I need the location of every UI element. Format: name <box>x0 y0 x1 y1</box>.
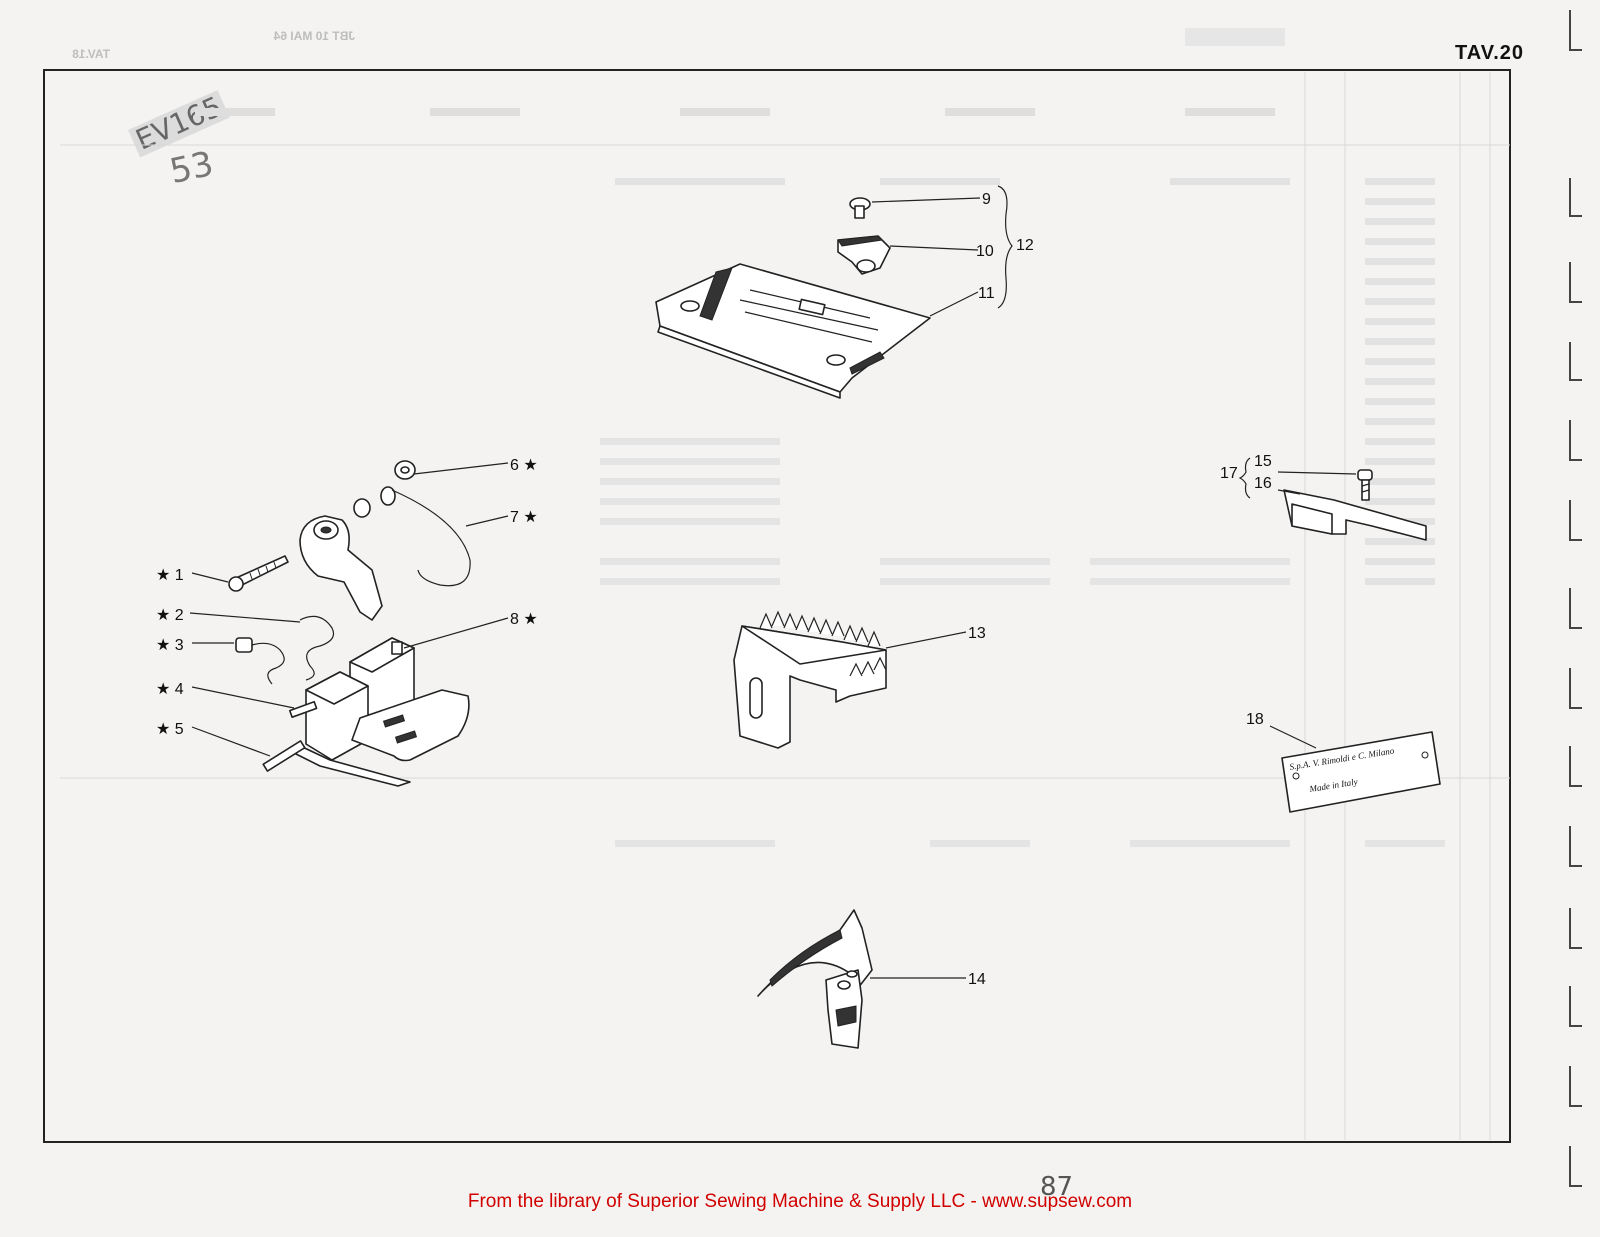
callout-7: 7 ★ <box>510 509 538 526</box>
callout-12: 12 <box>1016 237 1034 254</box>
spring-2 <box>299 615 335 681</box>
presser-foot-assembly <box>189 460 509 787</box>
looper-14 <box>757 909 966 1049</box>
svg-text:JBT 10 MAI 64: JBT 10 MAI 64 <box>273 29 355 43</box>
callout-4: ★ 4 <box>156 681 184 698</box>
callout-10: 10 <box>976 243 994 260</box>
callout-11: 11 <box>978 285 995 302</box>
binding-marks <box>1569 10 1582 1187</box>
screw-1 <box>228 555 289 592</box>
callout-17: 17 <box>1220 465 1238 482</box>
callout-6: 6 ★ <box>510 457 538 474</box>
diagram-frame <box>43 69 1511 1143</box>
callout-3: ★ 3 <box>156 637 184 654</box>
page-number: 87 <box>1040 1172 1074 1202</box>
guide-assembly <box>1238 457 1427 541</box>
bleed-through-lines <box>60 72 1510 1140</box>
nameplate-18: S.p.A. V. Rimoldi e C. Milano Made in It… <box>1269 725 1441 813</box>
guide-16 <box>1283 489 1427 541</box>
feed-dog-13 <box>733 610 967 749</box>
callout-15: 15 <box>1254 453 1272 470</box>
throat-plate-11 <box>655 263 931 399</box>
presser-arm <box>299 498 383 621</box>
callout-8: 8 ★ <box>510 611 538 628</box>
callout-2: ★ 2 <box>156 607 184 624</box>
library-footer: From the library of Superior Sewing Mach… <box>467 1191 1133 1212</box>
throat-plate-assembly <box>655 185 1013 399</box>
bracket-10 <box>837 235 891 275</box>
screw-3 <box>235 637 285 685</box>
svg-text:TAV.18: TAV.18 <box>72 47 110 61</box>
pin-4 <box>288 700 318 719</box>
spring-7 <box>380 486 471 587</box>
callout-9: 9 <box>982 191 991 208</box>
callout-1: ★ 1 <box>156 567 184 584</box>
washer-6 <box>394 460 416 480</box>
callout-18: 18 <box>1246 711 1264 728</box>
presser-foot-body <box>291 637 470 787</box>
callout-13: 13 <box>968 625 986 642</box>
screw-9 <box>849 197 871 219</box>
screw-15 <box>1357 469 1373 501</box>
table-label: TAV.20 <box>1455 42 1524 64</box>
callout-14: 14 <box>968 971 986 988</box>
callout-16: 16 <box>1254 475 1272 492</box>
callout-5: ★ 5 <box>156 721 184 738</box>
bleed-through-text: JBT 10 MAI 64 TAV.18 <box>72 28 1445 847</box>
pin-5 <box>262 740 306 772</box>
